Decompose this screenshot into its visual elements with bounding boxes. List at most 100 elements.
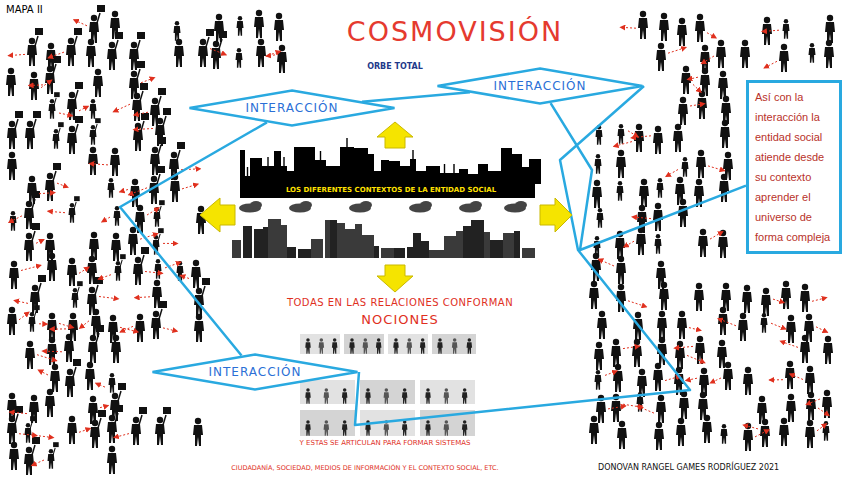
building (394, 248, 405, 258)
arm (115, 413, 118, 423)
head (699, 91, 705, 97)
head (156, 259, 160, 263)
head (788, 315, 794, 321)
office-worker (363, 338, 369, 354)
interaction-diamond: INTERACCIÓN (436, 67, 644, 105)
office-worker (437, 338, 443, 354)
title: COSMOVISIÓN (300, 16, 610, 48)
body (613, 371, 623, 392)
head (445, 388, 449, 392)
head (112, 393, 118, 399)
arm (58, 128, 60, 135)
head (788, 394, 794, 400)
body (342, 424, 348, 436)
body (93, 76, 103, 97)
head (697, 336, 703, 342)
head (675, 124, 681, 130)
relation-arrow (14, 300, 28, 303)
office-photo (432, 334, 476, 354)
protest-sign (158, 228, 164, 233)
person-silhouette (695, 336, 705, 364)
relation-arrow (59, 113, 72, 116)
body (675, 348, 685, 369)
relation-arrow (147, 208, 159, 215)
head (639, 369, 645, 375)
arm (115, 40, 118, 50)
head (744, 285, 750, 291)
person-silhouette (678, 97, 688, 125)
person-silhouette (743, 367, 753, 395)
head (618, 284, 624, 290)
person-silhouette (760, 419, 770, 447)
body (616, 157, 626, 178)
person-silhouette (114, 206, 121, 226)
relation-arrow (100, 405, 108, 407)
body (655, 239, 662, 254)
person-silhouette (716, 40, 726, 68)
relation-arrow (674, 346, 693, 348)
person-silhouette (723, 362, 733, 390)
building (449, 173, 459, 184)
person-silhouette (823, 336, 833, 364)
person-silhouette (47, 313, 57, 341)
body (679, 398, 689, 419)
person-silhouette (800, 284, 810, 312)
head (95, 69, 101, 75)
person-silhouette (696, 150, 706, 178)
body (681, 73, 691, 94)
head (740, 313, 746, 319)
protest-sign (38, 275, 46, 282)
head (618, 150, 624, 156)
person-silhouette (719, 174, 729, 202)
relation-arrow (38, 370, 48, 375)
head (421, 338, 425, 342)
head (680, 199, 686, 205)
protest-sign (73, 359, 81, 366)
building (281, 225, 287, 258)
head (661, 282, 667, 288)
body (45, 73, 55, 94)
protest-sign (95, 118, 101, 123)
body (786, 401, 796, 422)
skyline (232, 138, 541, 258)
head (131, 71, 137, 77)
arm (96, 333, 99, 343)
head (718, 40, 724, 46)
body (9, 268, 19, 289)
relation-arrow (762, 30, 779, 31)
person-silhouette (657, 311, 667, 339)
office-worker (425, 420, 431, 436)
head (783, 281, 789, 287)
arm (163, 415, 166, 425)
relation-arrow (57, 183, 68, 187)
body (27, 45, 37, 66)
head (67, 369, 73, 375)
relation-arrow (780, 341, 798, 347)
head (110, 373, 114, 377)
protest-sign (32, 191, 40, 198)
body (128, 234, 138, 255)
building (294, 147, 301, 184)
worldview-loop (355, 86, 690, 425)
head (634, 339, 640, 345)
body (363, 342, 369, 354)
body (107, 453, 117, 474)
person-silhouette (742, 285, 752, 313)
body (66, 45, 76, 66)
relation-arrow (771, 323, 786, 329)
body (762, 24, 772, 45)
head (719, 340, 725, 346)
diamond-shape (438, 69, 643, 104)
person-silhouette (131, 407, 147, 445)
office-worker (462, 388, 468, 404)
head (9, 121, 15, 127)
body (462, 392, 468, 404)
head (721, 174, 727, 180)
head (68, 38, 74, 44)
head (655, 363, 661, 369)
office-worker (384, 388, 390, 404)
building (512, 154, 522, 184)
body (616, 263, 626, 284)
head (802, 284, 808, 290)
head (742, 40, 748, 46)
